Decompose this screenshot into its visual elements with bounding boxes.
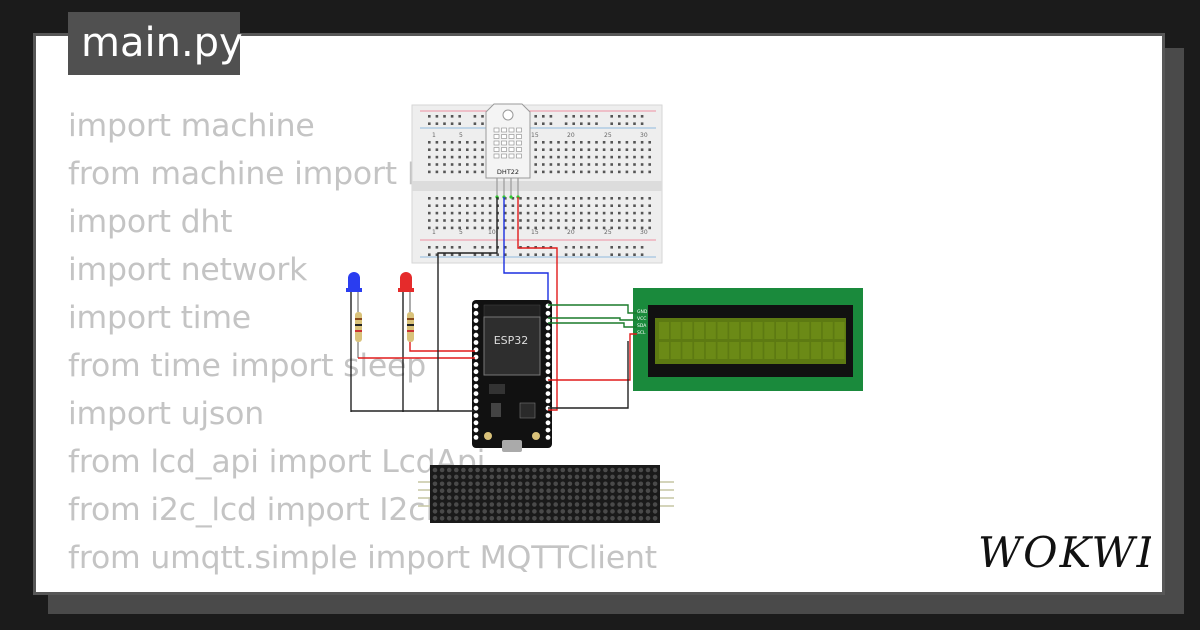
resistor-red	[407, 312, 414, 342]
svg-text:SDA: SDA	[637, 323, 647, 329]
svg-text:WOKWI: WOKWI	[978, 528, 1151, 577]
svg-text:GND: GND	[637, 309, 648, 315]
led-matrix	[418, 465, 674, 523]
code-line: import time	[68, 300, 251, 336]
code-line: from machine import Pin	[68, 156, 454, 192]
svg-text:25: 25	[604, 132, 612, 139]
svg-text:DHT22: DHT22	[497, 168, 519, 176]
wokwi-logo: WOKWI	[978, 528, 1151, 577]
svg-text:1: 1	[432, 132, 436, 139]
svg-text:VCC: VCC	[637, 316, 646, 322]
led-blue	[346, 272, 362, 412]
svg-text:30: 30	[640, 229, 648, 236]
code-line: from time import sleep	[68, 348, 427, 384]
svg-text:15: 15	[531, 132, 539, 139]
svg-text:1: 1	[432, 229, 436, 236]
led-red	[398, 272, 414, 412]
circuit-diagram: 1 5 10 15 20 25 30 1 5 10 15 20 25 30 DH…	[346, 103, 863, 523]
svg-text:20: 20	[567, 132, 575, 139]
breadboard-column-numbers: 1 5 10 15 20 25 30 1 5 10 15 20 25 30	[432, 132, 648, 236]
code-line: from i2c_lcd import I2cLcd	[68, 492, 480, 528]
svg-text:30: 30	[640, 132, 648, 139]
resistor-blue	[355, 312, 362, 358]
breadboard: 1 5 10 15 20 25 30 1 5 10 15 20 25 30	[411, 104, 663, 264]
svg-text:10: 10	[488, 229, 496, 236]
svg-text:5: 5	[459, 132, 463, 139]
code-line: import ujson	[68, 396, 264, 432]
code-line: import dht	[68, 204, 233, 240]
code-line: from umqtt.simple import MQTTClient	[68, 540, 657, 576]
code-line: from lcd_api import LcdApi	[68, 444, 486, 480]
svg-text:20: 20	[567, 229, 575, 236]
wires	[351, 197, 637, 412]
svg-text:15: 15	[531, 229, 539, 236]
file-tab[interactable]: main.py	[68, 12, 243, 75]
code-line: import machine	[68, 108, 315, 144]
code-listing: import machine from machine import Pin i…	[68, 102, 657, 582]
svg-text:5: 5	[459, 229, 463, 236]
svg-text:25: 25	[604, 229, 612, 236]
esp32-board: ESP32	[472, 300, 552, 452]
dht22-sensor: DHT22	[485, 103, 531, 199]
svg-text:SCL: SCL	[637, 330, 646, 336]
code-line: import network	[68, 252, 308, 288]
lcd-display: GND VCC SDA SCL	[633, 288, 863, 391]
breadboard-holes	[428, 115, 651, 256]
svg-text:ESP32: ESP32	[494, 334, 529, 347]
